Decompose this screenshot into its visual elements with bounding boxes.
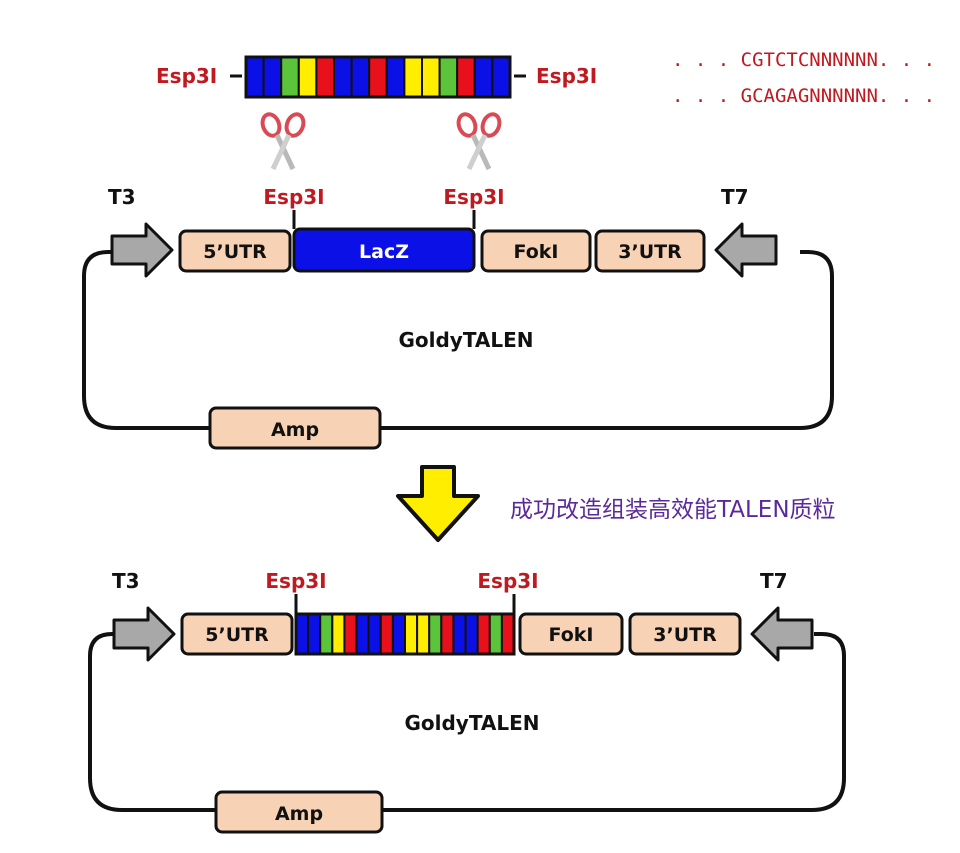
module-repeat-cell-1	[245, 56, 265, 98]
module-repeat-cell-10	[403, 56, 423, 98]
amp-box	[214, 790, 384, 834]
recognition-sequence: . . . CGTCTCNNNNNN. . . . . . GCAGAGNNNN…	[672, 49, 935, 107]
module-left-site-label: Esp3I	[156, 64, 217, 88]
module-repeat-cell-7	[350, 56, 371, 98]
foki-label: FokI	[549, 624, 594, 646]
utr5-box	[180, 612, 294, 656]
inserted-repeat-array	[295, 613, 516, 655]
t3-promoter-arrow-icon	[112, 606, 176, 662]
module-repeat-cell-3	[280, 56, 300, 98]
utr3-label: 3’UTR	[653, 624, 717, 646]
t7-promoter-arrow-icon	[714, 222, 778, 278]
module-repeat-cell-15	[491, 56, 511, 98]
scissors-icon	[260, 112, 306, 171]
inserted-repeat-cell-8	[379, 613, 394, 655]
module-repeat-cell-14	[473, 56, 494, 98]
inserted-repeat-cell-4	[331, 613, 346, 655]
plasmid-name: GoldyTALEN	[404, 711, 539, 735]
t7-label: T7	[721, 185, 749, 209]
site-label-right: Esp3I	[443, 185, 504, 209]
inserted-repeat-cell-16	[476, 613, 491, 655]
module-repeat-cell-2	[262, 56, 283, 98]
plasmid-after-backbone	[88, 632, 846, 812]
amp-label: Amp	[271, 419, 319, 441]
foki-label: FokI	[514, 241, 559, 263]
t7-promoter-arrow-icon	[750, 606, 814, 662]
site-label-left: Esp3I	[263, 185, 324, 209]
inserted-repeat-cell-18	[500, 613, 516, 655]
module-repeat-cell-9	[385, 56, 406, 98]
utr3-box	[628, 612, 742, 656]
utr3-box	[594, 229, 706, 273]
inserted-repeat-cell-15	[464, 613, 479, 655]
inserted-repeat-cell-14	[452, 613, 467, 655]
module-repeat-cell-13	[456, 56, 476, 98]
sequence-line-bottom: . . . GCAGAGNNNNNN. . .	[672, 85, 935, 107]
module-repeat-cell-4	[297, 56, 318, 98]
inserted-repeat-cell-1	[295, 613, 310, 655]
module-outline	[244, 55, 512, 99]
utr3-label: 3’UTR	[618, 241, 682, 263]
module-right-site-label: Esp3I	[536, 64, 597, 88]
module-repeat-cell-11	[421, 56, 441, 98]
plasmid-after: T3 T7 5’UTR FokI 3’UTR Esp3I Esp3I Goldy…	[88, 569, 846, 834]
site-label-right: Esp3I	[477, 569, 538, 593]
inserted-repeat-cell-12	[428, 613, 443, 655]
inserted-repeat-cell-3	[319, 613, 334, 655]
inserted-repeat-cell-2	[307, 613, 322, 655]
site-label-left: Esp3I	[265, 569, 326, 593]
sequence-line-top: . . . CGTCTCNNNNNN. . .	[672, 49, 935, 71]
inserted-repeat-cell-11	[416, 613, 431, 655]
module-repeat-cells	[245, 56, 511, 98]
insert-outline	[294, 612, 516, 656]
utr5-label: 5’UTR	[203, 241, 267, 263]
amp-box	[208, 406, 382, 450]
inserted-repeat-cell-7	[367, 613, 382, 655]
module-repeat-cell-5	[315, 56, 335, 98]
t3-label: T3	[112, 569, 140, 593]
plasmid-before: T3 T7 5’UTR LacZ FokI 3’UTR Esp3I Esp3I …	[82, 185, 834, 450]
plasmid-name: GoldyTALEN	[398, 328, 533, 352]
lacz-box	[292, 227, 476, 273]
result-caption: 成功改造组装高效能TALEN质粒	[510, 497, 836, 523]
lacz-label: LacZ	[359, 241, 409, 263]
module-repeat-cell-12	[438, 56, 459, 98]
inserted-repeat-cell-10	[404, 613, 419, 655]
inserted-repeat-cell-6	[355, 613, 370, 655]
plasmid-before-backbone	[82, 250, 834, 430]
foki-box	[480, 229, 592, 273]
t3-label: T3	[108, 185, 136, 209]
module-repeat-cell-6	[333, 56, 353, 98]
t3-promoter-arrow-icon	[110, 222, 174, 278]
inserted-repeat-cell-9	[391, 613, 407, 655]
t7-label: T7	[760, 569, 788, 593]
inserted-repeat-cell-17	[488, 613, 503, 655]
module-repeat-cell-8	[368, 56, 388, 98]
utr5-box	[178, 229, 292, 273]
inserted-repeat-cell-13	[440, 613, 455, 655]
amp-label: Amp	[275, 803, 323, 825]
inserted-repeat-cell-5	[343, 613, 358, 655]
scissors-icon	[456, 112, 502, 171]
repeat-module: Esp3I Esp3I	[156, 55, 597, 99]
utr5-label: 5’UTR	[205, 624, 269, 646]
down-arrow-icon	[396, 465, 480, 542]
foki-box	[518, 612, 624, 656]
